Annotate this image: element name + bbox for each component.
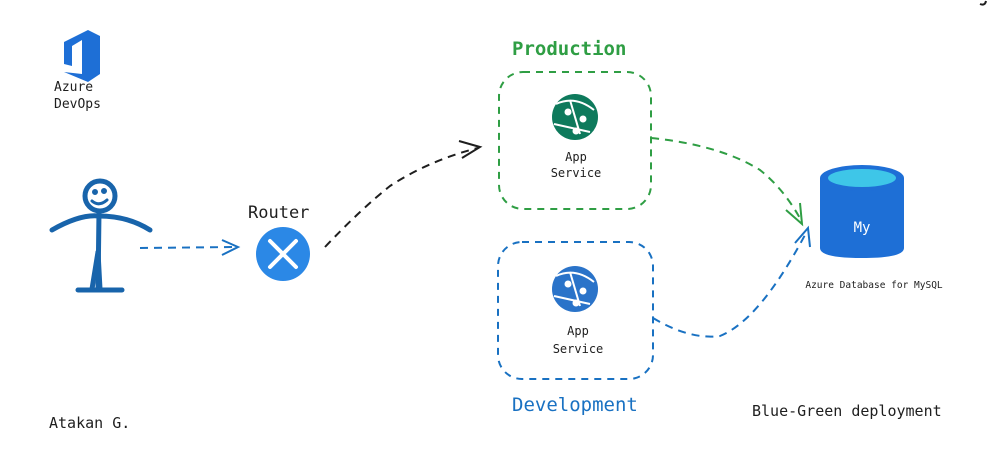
production-to-database-arrow (650, 137, 804, 227)
user-label: Atakan G. (49, 414, 130, 432)
azure-devops-label-line1: Azure (54, 80, 93, 95)
router-label: Router (248, 203, 309, 223)
production-service-label-line2: Service (551, 166, 602, 180)
development-service-label-line2: Service (553, 342, 604, 356)
user-figure-icon (49, 178, 153, 293)
database-label: Azure Database for MySQL (805, 280, 943, 291)
development-group (497, 241, 654, 380)
production-app-service-icon[interactable] (552, 94, 598, 140)
mysql-database-icon[interactable]: My (820, 165, 904, 258)
user-to-router-arrow (139, 239, 241, 256)
development-to-database-arrow (652, 225, 811, 338)
router-icon[interactable] (256, 227, 310, 281)
development-title: Development (512, 394, 638, 416)
mysql-icon-text: My (854, 220, 871, 236)
production-title: Production (512, 38, 626, 60)
production-group (498, 71, 652, 210)
development-service-label-line1: App (567, 324, 589, 338)
corner-mark (979, 0, 987, 6)
development-app-service-icon[interactable] (552, 266, 598, 312)
azure-devops-label-line2: DevOps (54, 97, 101, 112)
diagram-caption: Blue-Green deployment (752, 402, 942, 420)
azure-devops-icon (64, 30, 100, 82)
production-service-label-line1: App (565, 150, 587, 164)
router-to-production-arrow (324, 140, 483, 248)
